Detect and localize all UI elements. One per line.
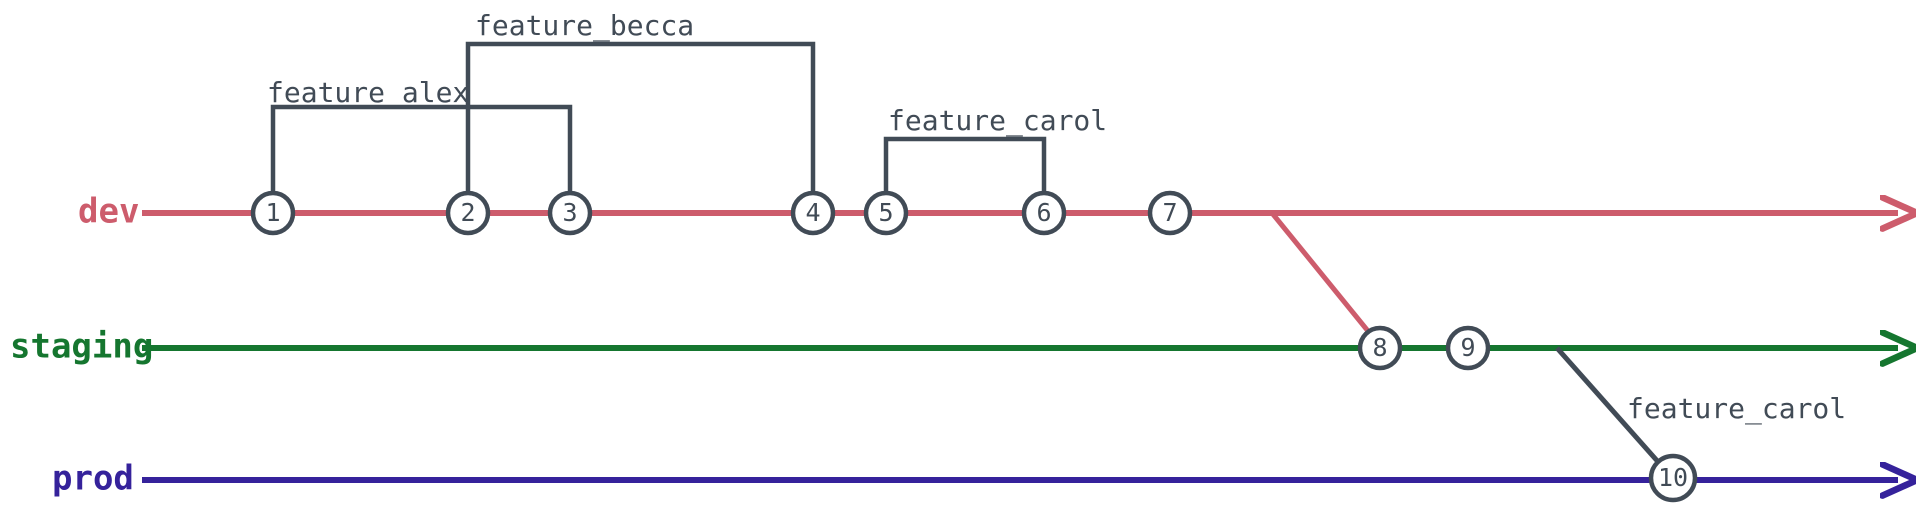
- merge-label-staging-to-prod: feature_carol: [1627, 392, 1846, 426]
- commit-label-5: 5: [878, 198, 893, 227]
- commit-node-1[interactable]: [250, 190, 296, 236]
- feature-label-feature_becca: feature_becca: [475, 9, 694, 43]
- commit-label-6: 6: [1036, 198, 1051, 227]
- commit-node-9[interactable]: [1445, 325, 1491, 371]
- feature-bracket-feature_alex: [270, 104, 573, 193]
- feature-label-feature_alex: feature_alex: [267, 76, 469, 110]
- commit-nodes-group: 1 2 3 4 5 6 7 8 9 10: [250, 190, 1698, 503]
- commit-node-7[interactable]: [1147, 190, 1193, 236]
- feature-label-feature_carol: feature_carol: [888, 104, 1107, 138]
- commit-label-7: 7: [1162, 198, 1177, 227]
- commit-node-2[interactable]: [445, 190, 491, 236]
- commit-node-6[interactable]: [1021, 190, 1067, 236]
- commit-label-3: 3: [562, 198, 577, 227]
- branch-label-dev: dev: [78, 192, 139, 232]
- commit-label-8: 8: [1372, 333, 1387, 362]
- branch-label-staging: staging: [10, 327, 153, 367]
- merge-lines-group: feature_carol: [1270, 211, 1846, 466]
- commit-label-9: 9: [1460, 333, 1475, 362]
- commit-label-1: 1: [265, 198, 280, 227]
- commit-label-2: 2: [460, 198, 475, 227]
- commit-node-10[interactable]: [1648, 453, 1698, 503]
- branch-lines-group: dev staging prod: [10, 192, 1898, 499]
- feature-bracket-feature_becca: [465, 41, 816, 193]
- commit-node-4[interactable]: [790, 190, 836, 236]
- commit-label-10: 10: [1658, 463, 1688, 492]
- merge-line-dev-to-staging: [1270, 211, 1374, 338]
- feature-bracket-feature_carol: [883, 136, 1047, 193]
- commit-node-8[interactable]: [1357, 325, 1403, 371]
- branch-label-prod: prod: [52, 459, 134, 499]
- commit-node-5[interactable]: [863, 190, 909, 236]
- commit-label-4: 4: [805, 198, 820, 227]
- merge-line-staging-to-prod: [1555, 346, 1662, 466]
- commit-node-3[interactable]: [547, 190, 593, 236]
